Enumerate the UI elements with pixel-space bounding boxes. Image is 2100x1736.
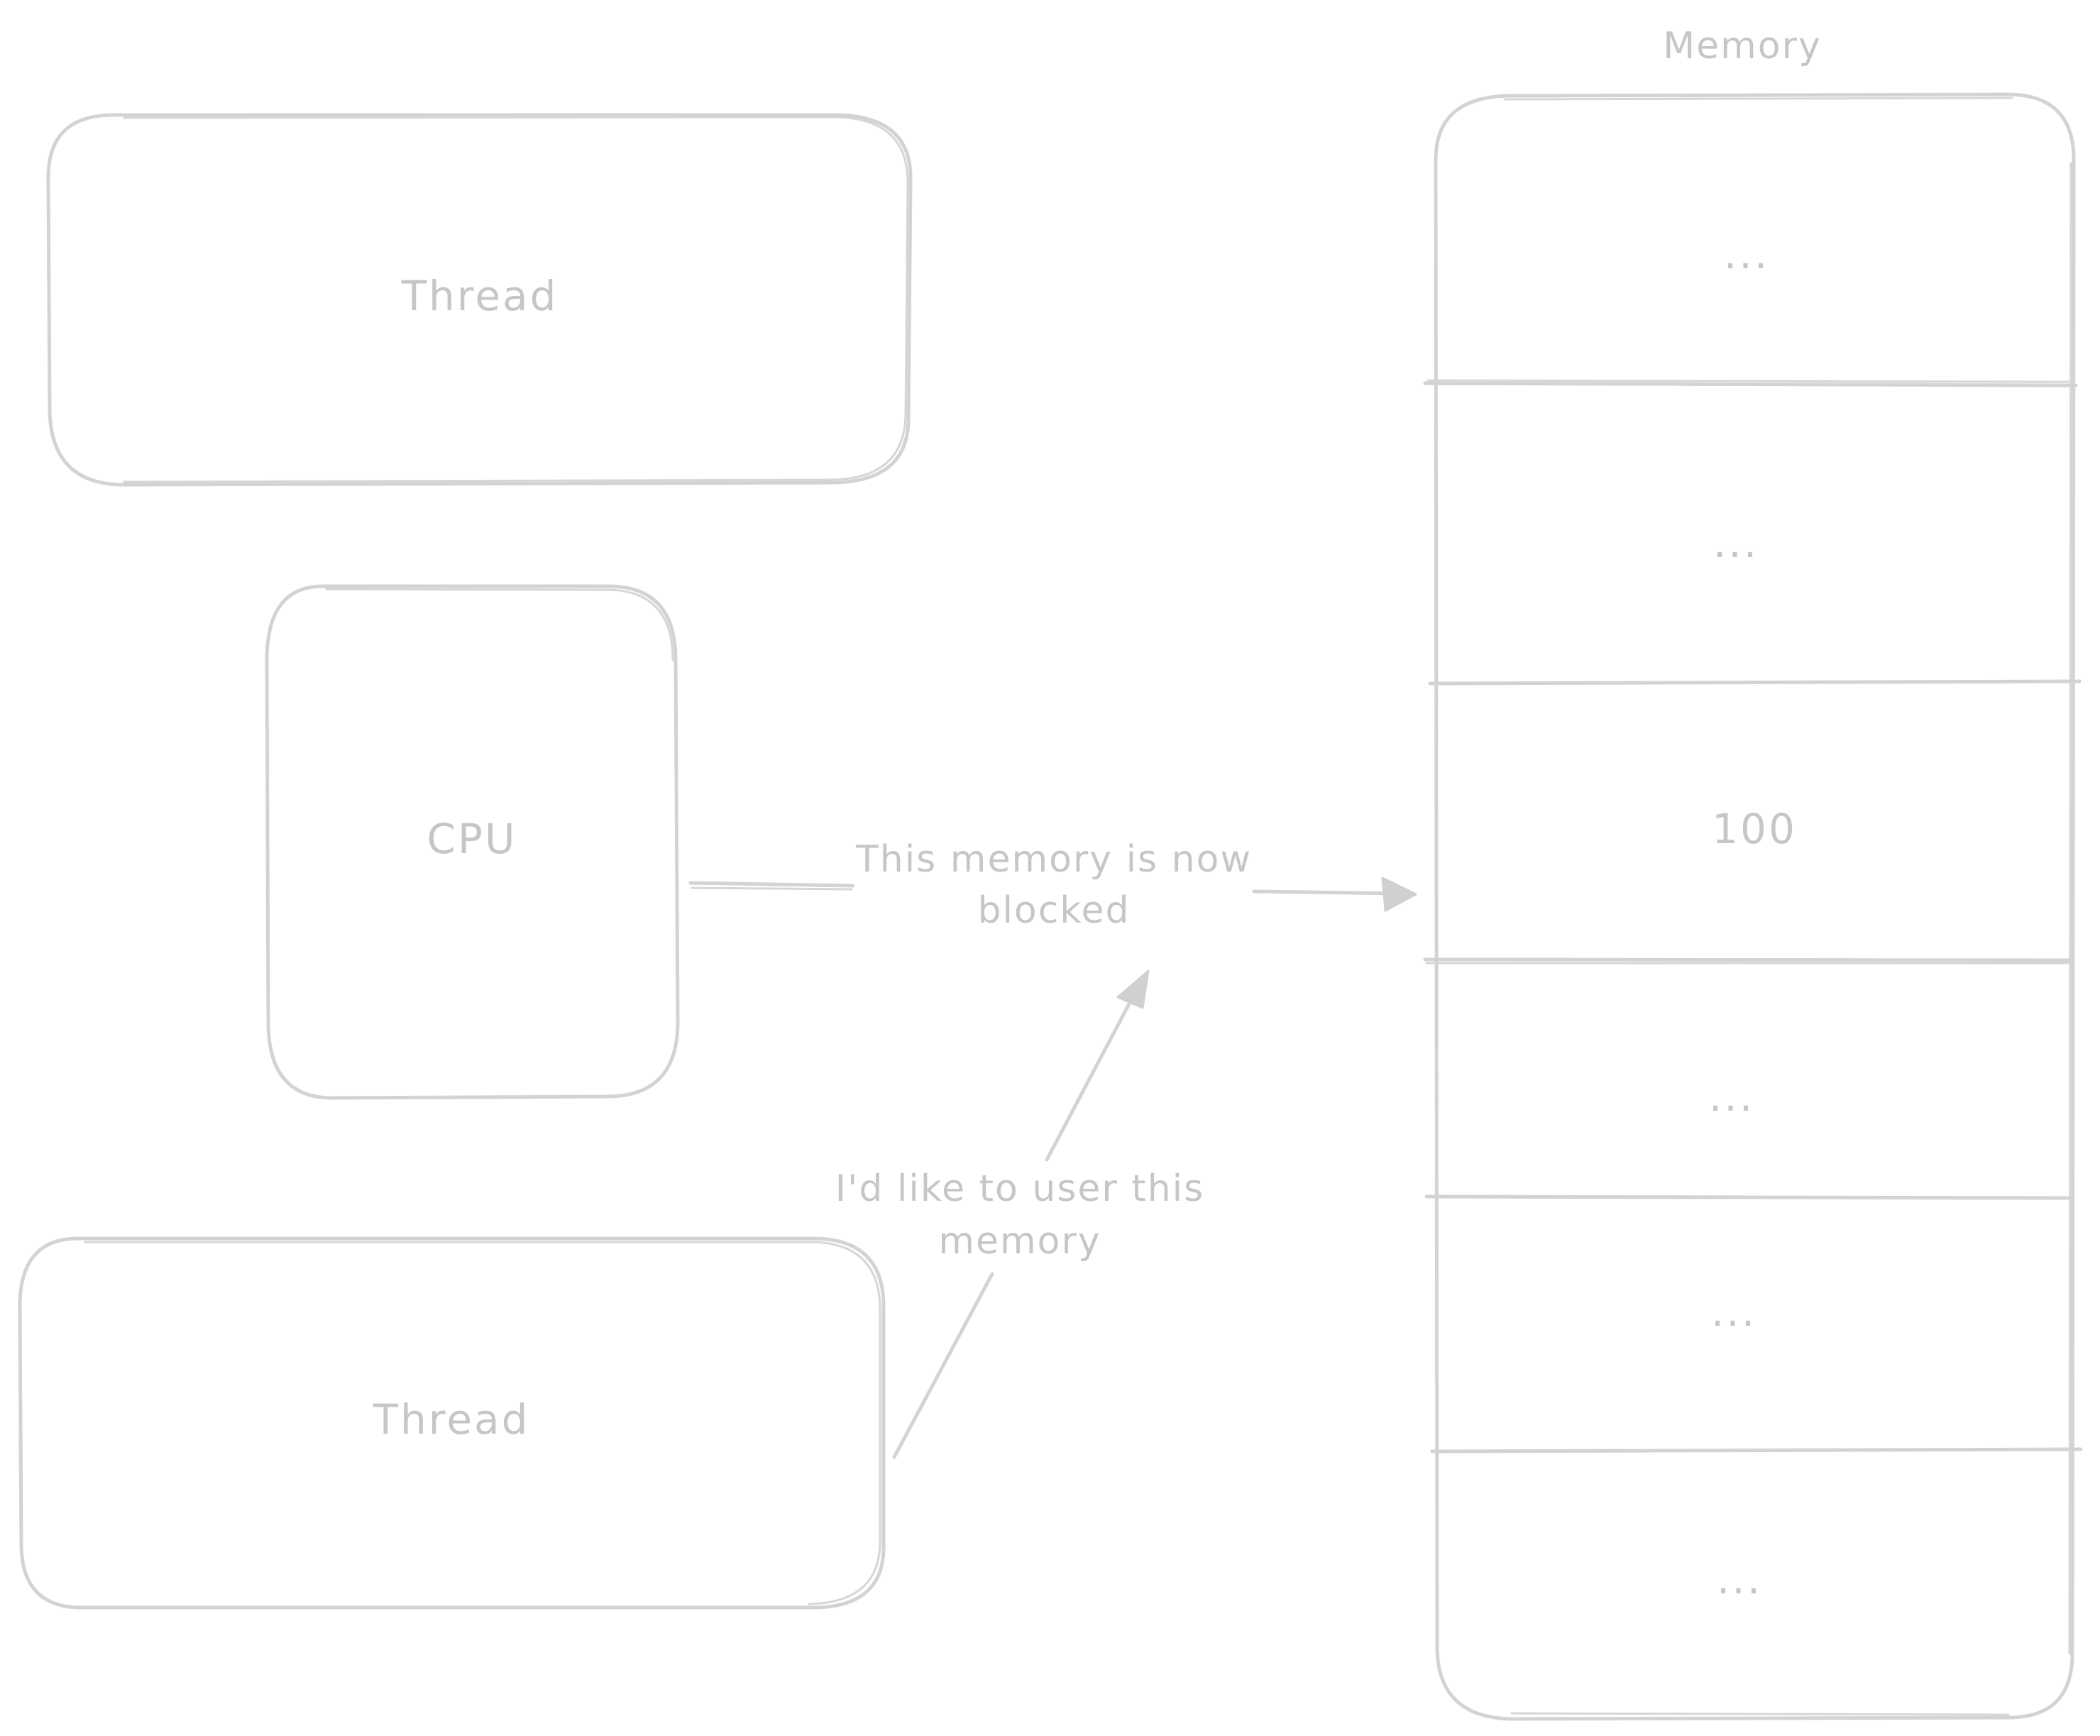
arrow-cpu-to-memory[interactable]: This memory is now blocked [688, 838, 1417, 932]
memory-divider [1423, 381, 2078, 388]
thread-box-bottom[interactable]: Thread [18, 1236, 886, 1610]
thread-arrow-label-line2: memory [938, 1220, 1101, 1263]
memory-cell-0: ... [1724, 230, 1769, 278]
arrowhead-icon [1116, 969, 1150, 1009]
memory-block[interactable]: ... ... 100 ... ... ... [1423, 92, 2083, 1721]
memory-cell-1: ... [1713, 519, 1759, 567]
cpu-arrow-label-line2: blocked [977, 889, 1130, 932]
thread-arrow-label-line1: I'd like to user this [835, 1168, 1204, 1210]
memory-divider [1424, 1194, 2074, 1200]
thread-bottom-label: Thread [373, 1395, 530, 1444]
thread-top-label: Thread [401, 272, 559, 320]
memory-cell-4: ... [1711, 1287, 1757, 1336]
arrowhead-icon [1381, 877, 1417, 912]
cpu-box[interactable]: CPU [265, 584, 680, 1100]
cpu-label: CPU [427, 815, 517, 863]
memory-cell-2: 100 [1712, 805, 1797, 853]
memory-title: Memory [1663, 25, 1821, 67]
memory-divider [1430, 1447, 2083, 1454]
memory-cell-5: ... [1717, 1555, 1762, 1603]
cpu-arrow-label-line1: This memory is now [855, 838, 1252, 881]
arrow-thread-to-blocked[interactable]: I'd like to user this memory [835, 969, 1204, 1459]
memory-divider [1428, 679, 2082, 686]
thread-box-top[interactable]: Thread [46, 113, 913, 487]
memory-cell-3: ... [1709, 1072, 1754, 1121]
